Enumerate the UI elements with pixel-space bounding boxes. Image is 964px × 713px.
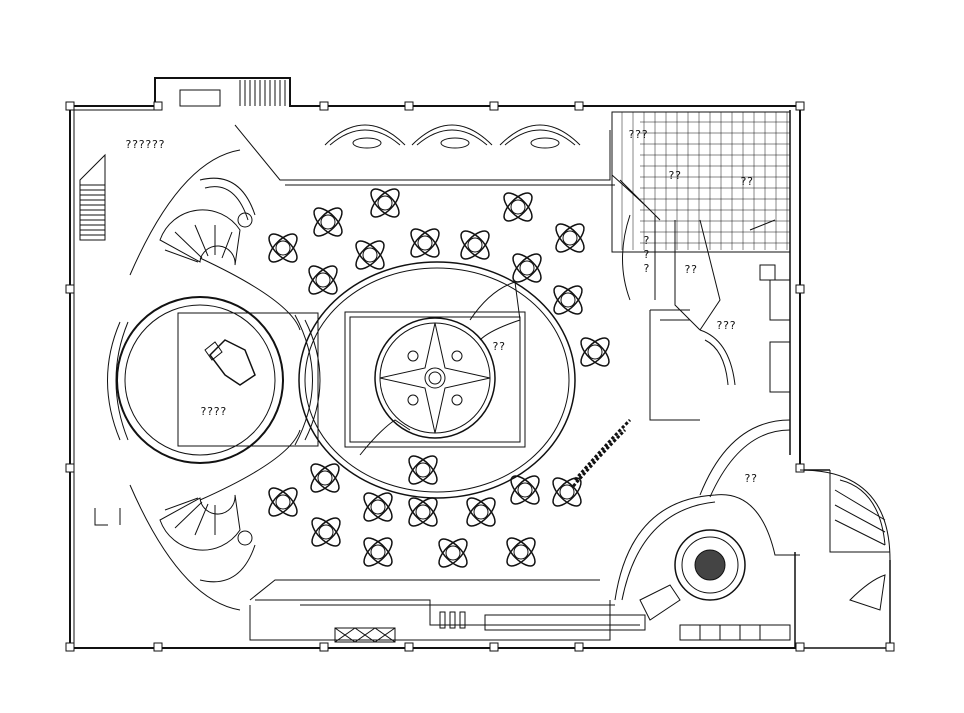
flower-table xyxy=(438,538,468,568)
round-stage xyxy=(107,296,321,464)
central-stage xyxy=(298,261,576,499)
flower-table xyxy=(510,475,540,505)
east-rotunda xyxy=(568,418,891,641)
north-corridor xyxy=(234,124,615,186)
flower-table xyxy=(580,337,610,367)
label-corridor-q3: ? xyxy=(643,262,650,275)
south-corridor xyxy=(94,508,646,643)
label-restroom-c: ?? xyxy=(740,175,754,188)
flower-table xyxy=(552,477,582,507)
spiral-stairs xyxy=(129,149,301,611)
flower-table xyxy=(506,537,536,567)
exterior-walls xyxy=(69,77,891,649)
flower-table xyxy=(512,253,542,283)
flower-table xyxy=(460,230,490,260)
flower-table xyxy=(268,233,298,263)
label-restroom-a: ??? xyxy=(628,128,648,141)
flower-table xyxy=(363,492,393,522)
flower-table xyxy=(503,192,533,222)
flower-table xyxy=(363,537,393,567)
flower-table xyxy=(408,497,438,527)
label-restroom-b: ?? xyxy=(668,169,682,182)
label-round-stage: ???? xyxy=(200,405,227,418)
flower-table xyxy=(555,223,585,253)
label-center-stage: ?? xyxy=(492,340,506,353)
flower-tables xyxy=(268,188,610,568)
flower-table xyxy=(313,207,343,237)
label-east-room: ?? xyxy=(744,472,758,485)
flower-table xyxy=(466,497,496,527)
flower-table xyxy=(308,265,338,295)
tile-grid xyxy=(621,112,790,250)
flower-table xyxy=(410,228,440,258)
flower-table xyxy=(310,463,340,493)
label-service-room: ?? xyxy=(684,263,698,276)
flower-table xyxy=(408,455,438,485)
flower-table xyxy=(311,517,341,547)
label-corridor-q2: ? xyxy=(643,248,650,261)
label-stair-hall: ??? xyxy=(716,319,736,332)
flower-table xyxy=(553,285,583,315)
columns xyxy=(65,101,895,652)
label-corridor-q1: ? xyxy=(643,234,650,247)
flower-table xyxy=(355,240,385,270)
restrooms xyxy=(611,111,791,421)
flower-table xyxy=(370,188,400,218)
flower-table xyxy=(268,487,298,517)
west-stair xyxy=(79,153,106,241)
label-northwest-room: ?????? xyxy=(125,138,165,151)
